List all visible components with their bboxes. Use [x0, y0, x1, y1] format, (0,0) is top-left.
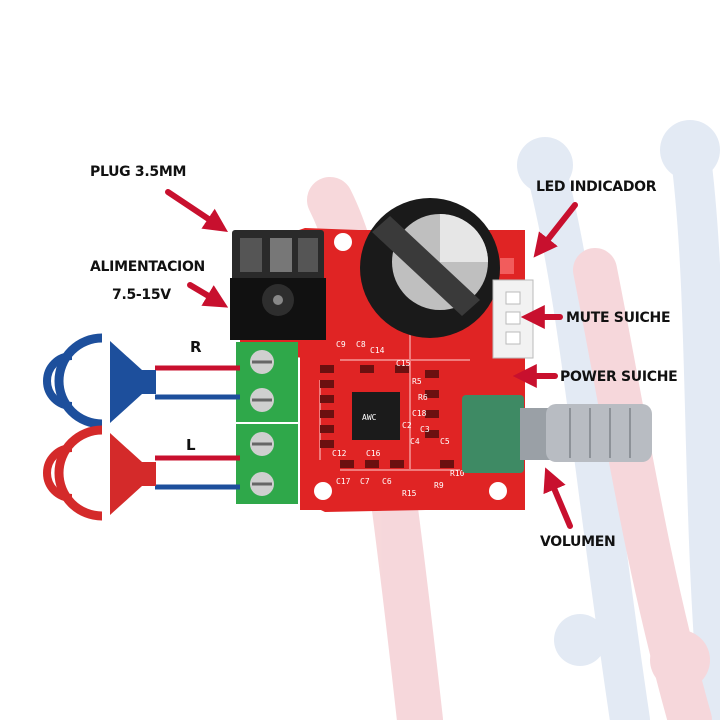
label-alimentacion: ALIMENTACION — [90, 259, 205, 275]
silkscreen-label: C17 — [336, 477, 351, 486]
label-left-channel: L — [186, 436, 196, 454]
silkscreen-label: C5 — [440, 437, 450, 446]
silkscreen-label: C3 — [420, 425, 430, 434]
silkscreen-label: C15 — [396, 359, 411, 368]
arrow-icon — [165, 189, 578, 529]
screw-terminal-left — [236, 424, 298, 504]
label-right-channel: R — [190, 338, 202, 356]
label-led: LED INDICADOR — [536, 179, 657, 195]
silkscreen-label: C16 — [366, 449, 381, 458]
led-arrow — [533, 202, 578, 258]
silkscreen-label: C12 — [332, 449, 347, 458]
silkscreen-label: C14 — [370, 346, 385, 355]
audio-jack-3.5mm — [232, 230, 324, 282]
electrolytic-capacitor — [360, 198, 500, 338]
silkscreen-label: C6 — [382, 477, 392, 486]
svg-text:AWC: AWC — [362, 413, 377, 422]
mount-hole — [334, 233, 352, 251]
silkscreen-label: C8 — [356, 340, 366, 349]
volumen-arrow — [543, 467, 573, 529]
silkscreen-label: R10 — [450, 469, 465, 478]
label-voltage: 7.5-15V — [112, 287, 171, 303]
silkscreen-label: C4 — [410, 437, 420, 446]
mount-hole — [489, 482, 507, 500]
plug-arrow — [165, 189, 228, 232]
speaker-left-icon — [43, 425, 156, 521]
mount-hole — [314, 482, 332, 500]
volume-potentiometer — [462, 395, 652, 473]
speaker-right-icon — [43, 333, 156, 429]
silkscreen-label: C2 — [402, 421, 412, 430]
label-power-switch: POWER SUICHE — [560, 369, 678, 385]
led-indicator — [500, 258, 514, 274]
label-plug: PLUG 3.5MM — [90, 164, 187, 180]
label-volumen: VOLUMEN — [540, 534, 616, 550]
silkscreen-label: R9 — [434, 481, 444, 490]
power-jack — [230, 278, 326, 340]
silkscreen-label: C18 — [412, 409, 427, 418]
silkscreen-label: C9 — [336, 340, 346, 349]
power-arrow — [187, 282, 229, 308]
screw-terminal-right — [236, 342, 298, 422]
silkscreen-label: R5 — [412, 377, 422, 386]
label-mute: MUTE SUICHE — [566, 310, 671, 326]
amplifier-chip — [352, 392, 400, 440]
silkscreen-label: R6 — [418, 393, 428, 402]
silkscreen-label: R15 — [402, 489, 417, 498]
silkscreen-label: C7 — [360, 477, 370, 486]
